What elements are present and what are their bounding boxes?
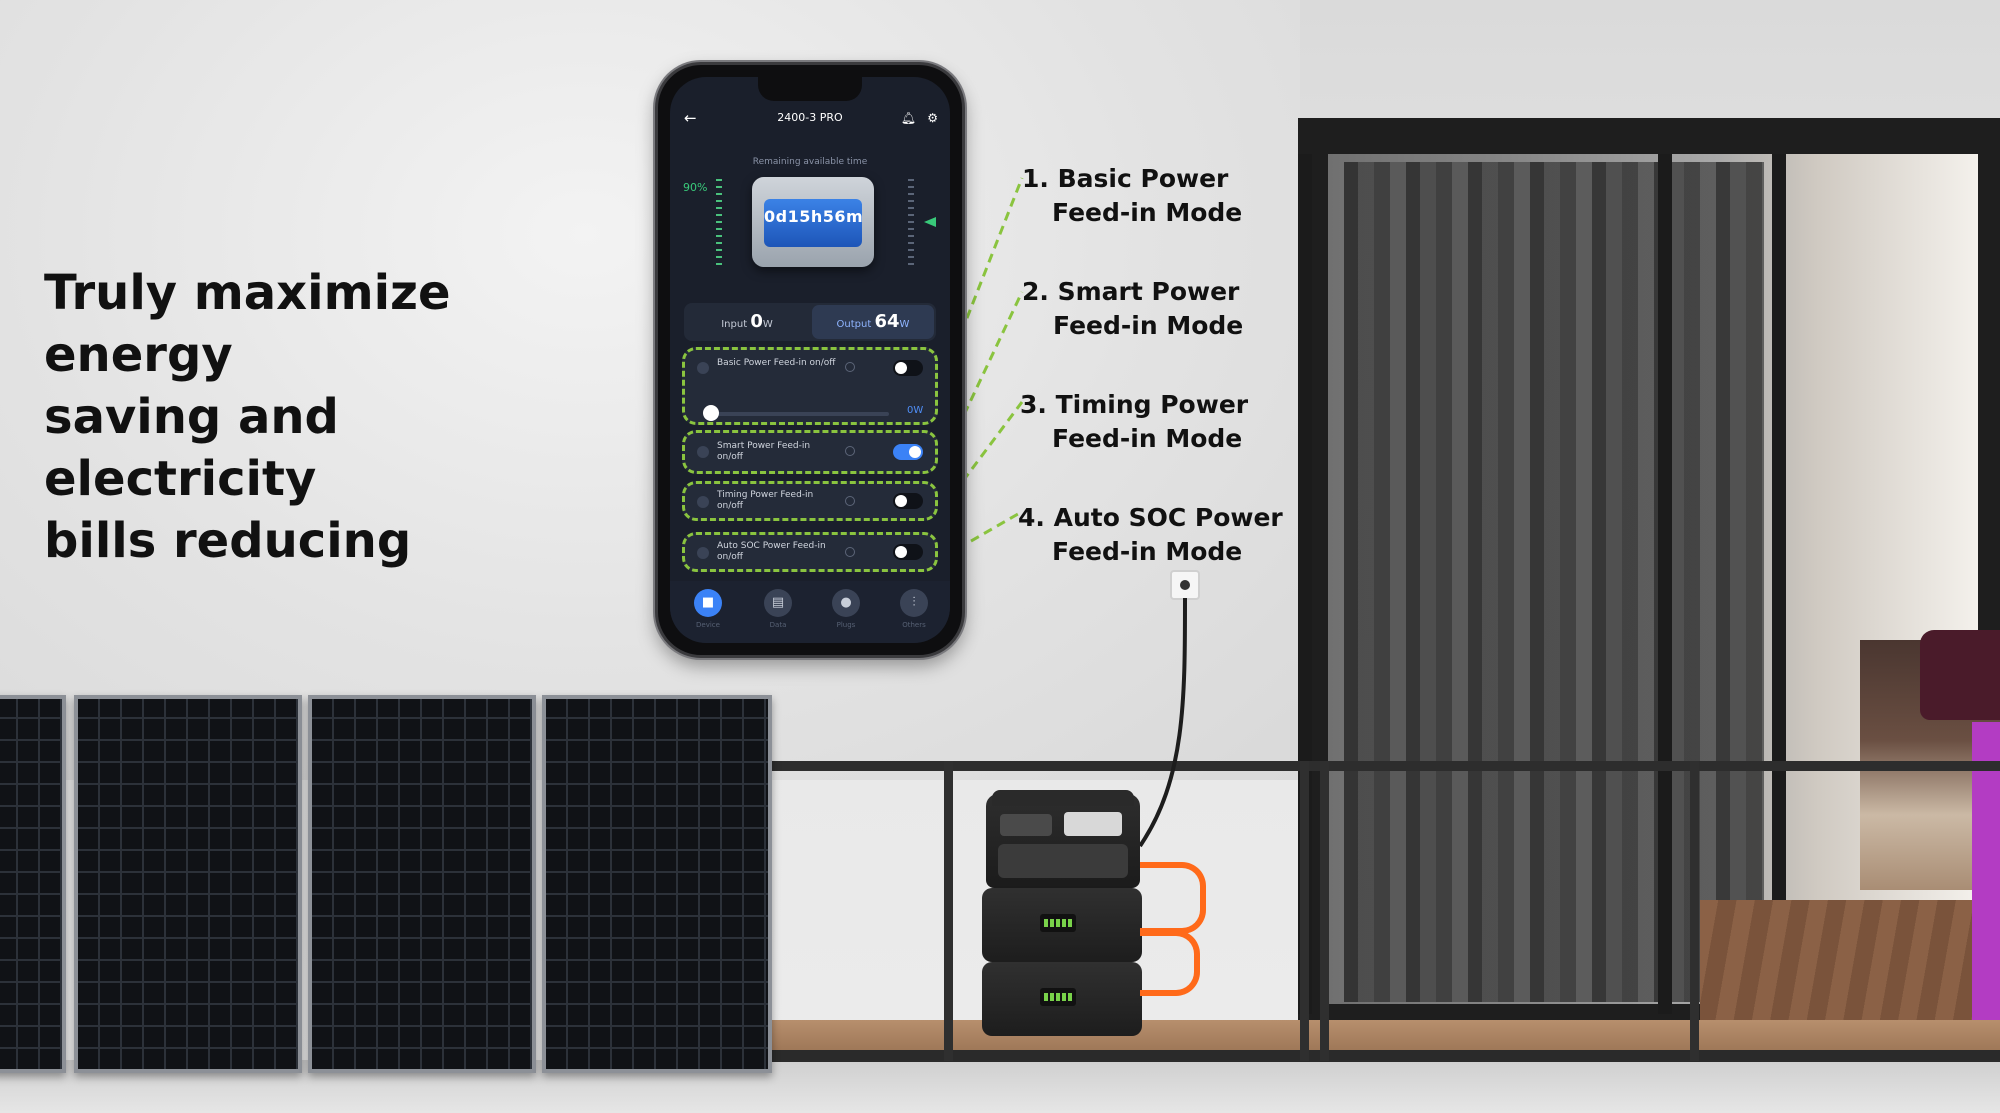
expansion-battery	[982, 888, 1142, 962]
output-value: 64	[874, 311, 900, 332]
solar-panel	[74, 695, 302, 1073]
app-screen: ← 2400-3 PRO 🔔︎ ⚙ Remaining available ti…	[670, 77, 950, 643]
input-tab[interactable]: Input 0W	[721, 311, 773, 332]
expansion-battery	[982, 962, 1142, 1036]
headline: Truly maximize energy saving and electri…	[44, 262, 624, 572]
room-floor	[1700, 900, 2000, 1020]
info-icon[interactable]	[845, 446, 855, 456]
mode-card-auto-soc: Auto SOC Power Feed-in on/off	[682, 532, 938, 572]
feed-in-slider-value: 0W	[907, 405, 924, 416]
smart-feed-in-toggle[interactable]	[893, 444, 923, 460]
callout-auto-soc-mode: 4. Auto SOC Power Feed-in Mode	[1018, 503, 1283, 566]
gauge-pointer-icon	[924, 217, 936, 227]
headline-line-3: bills reducing	[44, 513, 412, 569]
mode-label: Auto SOC Power Feed-in on/off	[717, 541, 826, 562]
railing-post	[1690, 761, 1699, 1061]
io-summary: Input 0W Output 64W	[684, 303, 936, 341]
callout-smart-mode: 2. Smart Power Feed-in Mode	[1022, 277, 1244, 340]
info-icon[interactable]	[845, 547, 855, 557]
railing-post	[1300, 761, 1309, 1061]
mode-label: Basic Power Feed-in on/off	[717, 358, 836, 368]
solar-panel	[308, 695, 536, 1073]
orange-link-cable	[1140, 862, 1206, 934]
sliding-door	[1298, 118, 2000, 1023]
railing-post	[944, 761, 953, 1061]
remaining-time-value: 0d15h56m	[764, 207, 864, 226]
mode-card-timing: Timing Power Feed-in on/off	[682, 481, 938, 521]
input-value: 0	[750, 311, 763, 332]
solar-panel	[0, 695, 66, 1073]
bottom-tab-bar: ■ Device ▤ Data ● Plugs ⫶ Others	[670, 581, 950, 643]
tab-device[interactable]: ■ Device	[678, 589, 738, 629]
feed-in-slider-track[interactable]	[709, 412, 889, 416]
battery-percent: 90%	[683, 181, 708, 194]
door-divider	[1772, 154, 1786, 1014]
smart-feed-in-icon	[697, 446, 709, 458]
orange-link-cable	[1140, 930, 1200, 996]
temperature-scale	[908, 179, 914, 269]
headline-line-1: Truly maximize energy	[44, 265, 451, 383]
room-pillow	[1920, 630, 2000, 720]
data-icon: ▤	[764, 589, 792, 617]
basic-feed-in-toggle[interactable]	[893, 360, 923, 376]
auto-soc-feed-in-toggle[interactable]	[893, 544, 923, 560]
bell-icon[interactable]: 🔔︎	[900, 111, 916, 125]
gear-icon[interactable]: ⚙	[927, 111, 938, 125]
timing-feed-in-icon	[697, 496, 709, 508]
mode-card-basic: Basic Power Feed-in on/off 0W	[682, 347, 938, 425]
wall-socket-icon	[1170, 570, 1200, 600]
remaining-time-label: Remaining available time	[752, 157, 868, 167]
basic-feed-in-icon	[697, 362, 709, 374]
mode-label: Smart Power Feed-in on/off	[717, 441, 811, 462]
device-image: 0d15h56m	[752, 177, 874, 267]
railing-top	[770, 761, 2000, 771]
callout-timing-mode: 3. Timing Power Feed-in Mode	[1020, 390, 1249, 453]
back-arrow-icon[interactable]: ←	[684, 109, 697, 127]
curtain	[1344, 162, 1764, 1002]
tab-plugs[interactable]: ● Plugs	[816, 589, 876, 629]
railing-bottom	[770, 1050, 2000, 1062]
phone-notch	[758, 77, 862, 101]
tab-others[interactable]: ⫶ Others	[884, 589, 944, 629]
headline-line-2: saving and electricity	[44, 389, 339, 507]
app-title: 2400-3 PRO	[777, 111, 843, 124]
power-station	[986, 790, 1140, 888]
tab-data[interactable]: ▤ Data	[748, 589, 808, 629]
others-icon: ⫶	[900, 589, 928, 617]
timing-feed-in-toggle[interactable]	[893, 493, 923, 509]
door-divider	[1658, 154, 1672, 1014]
solar-panel	[542, 695, 772, 1073]
info-icon[interactable]	[845, 496, 855, 506]
battery-scale	[716, 179, 722, 269]
mode-label: Timing Power Feed-in on/off	[717, 490, 814, 511]
wall	[0, 0, 1300, 780]
device-icon: ■	[694, 589, 722, 617]
phone: ← 2400-3 PRO 🔔︎ ⚙ Remaining available ti…	[655, 62, 965, 658]
info-icon[interactable]	[845, 362, 855, 372]
magenta-edge	[1972, 722, 2000, 1047]
feed-in-slider-handle[interactable]	[703, 405, 719, 421]
mode-card-smart: Smart Power Feed-in on/off	[682, 430, 938, 474]
output-tab[interactable]: Output 64W	[812, 305, 934, 339]
railing-post	[1320, 761, 1329, 1061]
app-header: ← 2400-3 PRO 🔔︎ ⚙	[670, 105, 950, 131]
auto-soc-feed-in-icon	[697, 547, 709, 559]
plugs-icon: ●	[832, 589, 860, 617]
callout-basic-mode: 1. Basic Power Feed-in Mode	[1022, 164, 1243, 227]
